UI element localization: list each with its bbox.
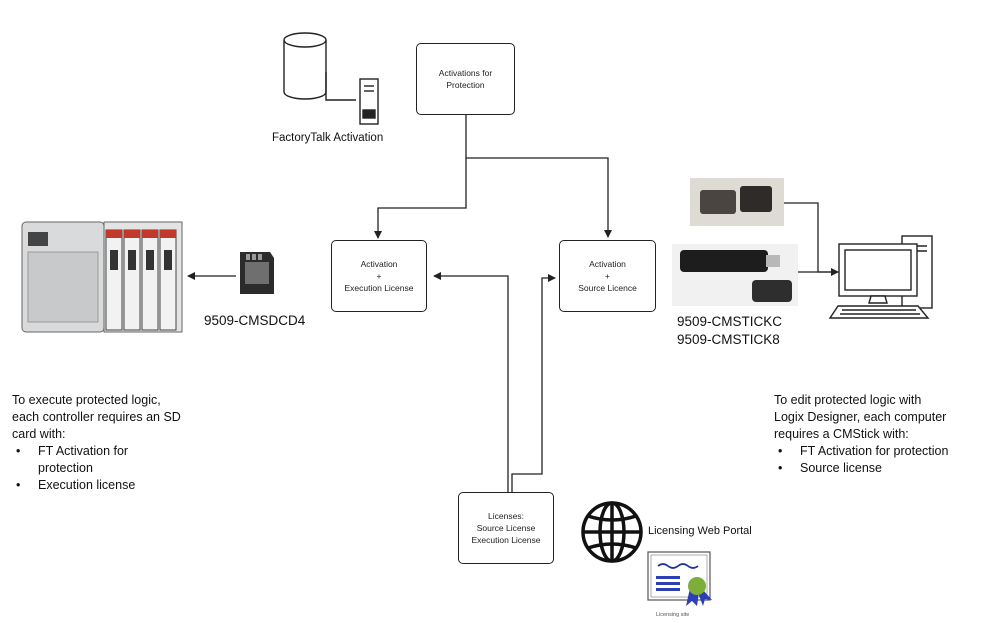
note-line: requires a CMStick with: xyxy=(774,427,909,441)
factorytalk-activation-label: FactoryTalk Activation xyxy=(272,132,384,144)
note-bullet: Source license xyxy=(774,460,982,477)
note-bullet: FT Activation for protection xyxy=(774,443,982,460)
connector-to-execution xyxy=(374,158,467,239)
box-line: Activation xyxy=(589,259,626,269)
connector-licenses-to-execution xyxy=(433,272,509,492)
box-line: Execution License xyxy=(471,535,541,545)
note-line: each controller requires an SD xyxy=(12,410,181,424)
note-bullet: FT Activation for protection xyxy=(12,443,148,477)
note-line: To execute protected logic, xyxy=(12,393,161,407)
box-line: Execution License xyxy=(344,283,414,293)
box-line: + xyxy=(605,271,610,281)
box-line: Source License xyxy=(476,523,536,533)
sd-card-part-number: 9509-CMSDCD4 xyxy=(204,313,306,328)
controller-requirements-note: To execute protected logic, each control… xyxy=(12,392,227,494)
activations-for-protection-box: Activations for Protection xyxy=(416,43,515,115)
note-bullet-list: FT Activation for protection Source lice… xyxy=(774,443,982,477)
note-bullet: Execution license xyxy=(12,477,227,494)
box-line: Activation xyxy=(360,259,398,269)
cmstick-8-part-number: 9509-CMSTICK8 xyxy=(677,332,780,347)
note-line: card with: xyxy=(12,427,66,441)
connector-licenses-to-source xyxy=(511,274,556,492)
licensing-web-portal-label: Licensing Web Portal xyxy=(648,525,752,537)
connector-dongle-to-pc xyxy=(784,202,839,276)
activation-execution-license-box: Activation + Execution License xyxy=(331,240,427,312)
note-line: Logix Designer, each computer xyxy=(774,410,947,424)
note-line: To edit protected logic with xyxy=(774,393,922,407)
computer-requirements-note: To edit protected logic with Logix Desig… xyxy=(774,392,982,477)
box-line: Protection xyxy=(446,80,485,90)
cmstick-c-part-number: 9509-CMSTICKC xyxy=(677,314,783,329)
activation-source-licence-box: Activation + Source Licence xyxy=(559,240,656,312)
box-line: Licenses: xyxy=(488,511,524,521)
note-bullet-list: FT Activation for protection Execution l… xyxy=(12,443,227,494)
box-line: + xyxy=(376,271,382,281)
licenses-box: Licenses: Source License Execution Licen… xyxy=(458,492,554,564)
connector-activations-split xyxy=(465,115,612,238)
certificate-caption: Licensing site xyxy=(656,612,690,618)
box-line: Source Licence xyxy=(578,283,637,293)
box-line: Activations for xyxy=(438,68,493,78)
